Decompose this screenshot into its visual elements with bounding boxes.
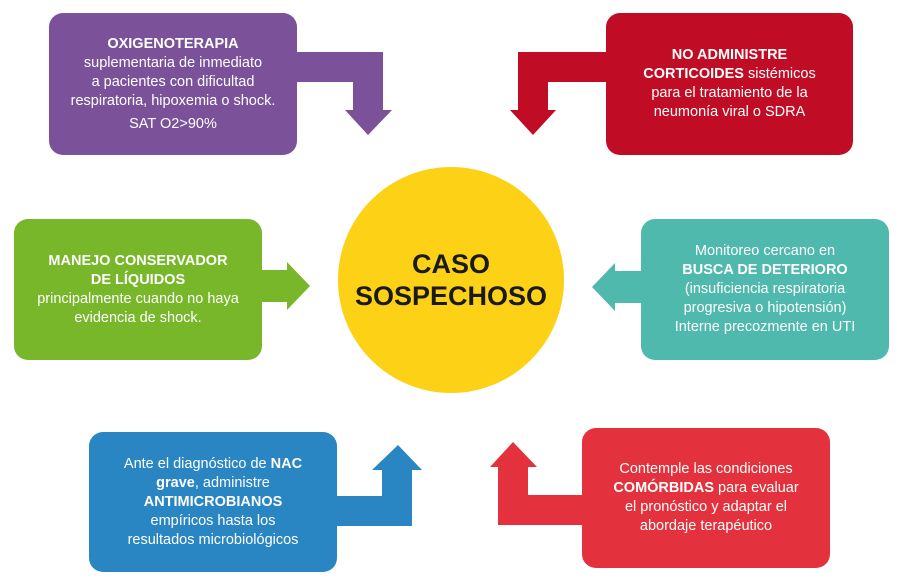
- text: sistémicos: [743, 66, 816, 82]
- text-line: BUSCA DE DETERIORO: [682, 262, 848, 278]
- text-line: Monitoreo cercano en: [694, 243, 836, 259]
- text-line: Interne precozmente en UTI: [674, 319, 856, 335]
- arrow-antimicrobianos: [330, 445, 422, 526]
- text: para evaluar: [714, 480, 799, 496]
- arrow-corticoides: [510, 52, 612, 135]
- arrow-comorbidas: [490, 442, 590, 525]
- text-line: DE LÍQUIDOS: [90, 271, 186, 288]
- text-line: respiratoria, hipoxemia o shock.: [70, 92, 276, 109]
- text-line: resultados microbiológicos: [127, 531, 299, 548]
- text-line: CORTICOIDES sistémicos: [643, 65, 815, 84]
- text-line: principalmente cuando no haya: [37, 290, 239, 307]
- comorbidas-box: Contemple las condiciones COMÓRBIDAS par…: [582, 428, 830, 568]
- text-line: MANEJO CONSERVADOR: [48, 252, 228, 269]
- text-line: ANTIMICROBIANOS: [143, 493, 283, 510]
- text-line: Ante el diagnóstico de NAC: [124, 455, 302, 474]
- corticoides-box: NO ADMINISTRE CORTICOIDES sistémicos par…: [606, 13, 853, 155]
- oxigenoterapia-box: OXIGENOTERAPIA suplementaria de inmediat…: [49, 13, 297, 155]
- center-line1: CASO: [411, 249, 490, 279]
- text-line: Contemple las condiciones: [619, 461, 793, 477]
- text-line: neumonía viral o SDRA: [653, 104, 806, 120]
- text: , administre: [194, 474, 270, 491]
- oxigenoterapia-title: OXIGENOTERAPIA: [107, 35, 239, 52]
- text-line: suplementaria de inmediato: [83, 54, 263, 71]
- arrow-liquidos: [255, 262, 310, 310]
- center-line2: SOSPECHOSO: [354, 281, 548, 311]
- arrow-monitoreo: [592, 263, 648, 311]
- text-line: a pacientes con dificultad: [91, 73, 255, 90]
- text-line: evidencia de shock.: [74, 309, 202, 326]
- text: Ante el diagnóstico de: [123, 455, 271, 472]
- text-line: COMÓRBIDAS para evaluar: [613, 479, 798, 498]
- text-line: progresiva o hipotensión): [683, 300, 847, 316]
- text-line: empíricos hasta los: [150, 512, 276, 529]
- text-line: NO ADMINISTRE: [671, 47, 788, 63]
- text-line: para el tratamiento de la: [651, 85, 808, 101]
- arrow-oxigenoterapia: [290, 52, 392, 135]
- bold-text: CORTICOIDES: [643, 66, 744, 82]
- bold-text: grave: [156, 474, 195, 491]
- sat-text: SAT O2>90%: [129, 115, 217, 132]
- text-line: el pronóstico y adaptar el: [624, 499, 787, 515]
- text-line: (insuficiencia respiratoria: [684, 281, 846, 297]
- text-line: grave, administre: [156, 474, 270, 493]
- liquidos-box: MANEJO CONSERVADOR DE LÍQUIDOS principal…: [14, 219, 262, 360]
- monitoreo-box: Monitoreo cercano en BUSCA DE DETERIORO …: [641, 219, 889, 360]
- antimicrobianos-box: Ante el diagnóstico de NAC grave, admini…: [89, 432, 337, 572]
- bold-text: COMÓRBIDAS: [613, 480, 715, 496]
- text-line: abordaje terapéutico: [639, 518, 773, 534]
- bold-text: NAC: [270, 455, 303, 472]
- caso-sospechoso-circle: CASO SOSPECHOSO: [338, 167, 564, 393]
